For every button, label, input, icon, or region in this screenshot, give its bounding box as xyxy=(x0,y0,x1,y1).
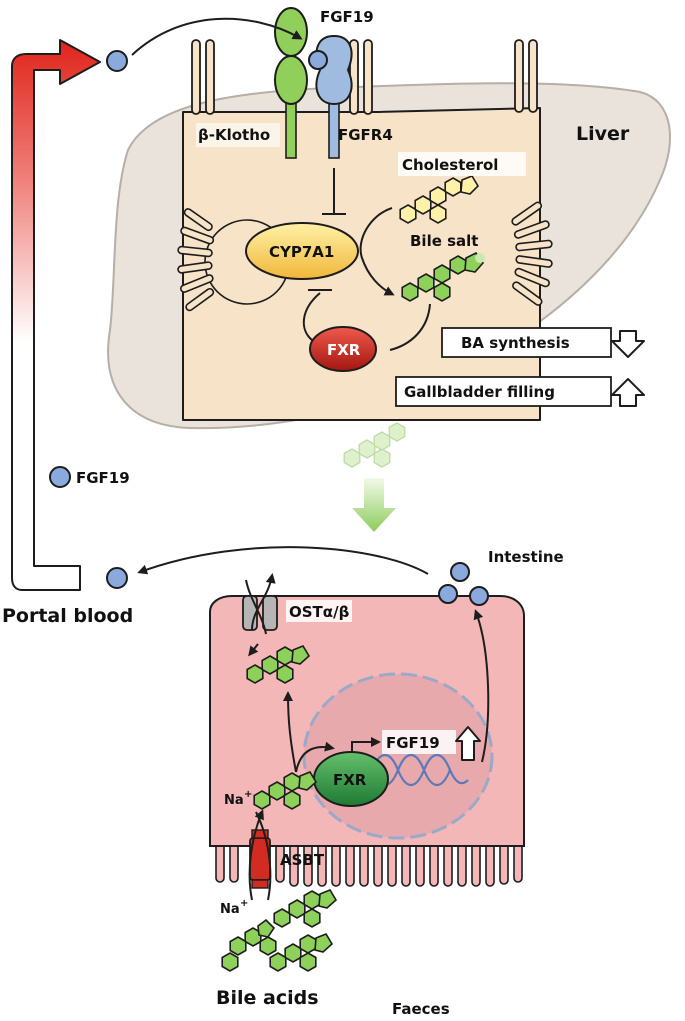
intestine-title: Intestine xyxy=(488,548,564,566)
fxr-intestine-label: FXR xyxy=(333,771,367,789)
svg-text:+: + xyxy=(240,898,248,909)
fxr-liver xyxy=(309,326,377,372)
fgf19-bound-ball xyxy=(308,50,328,70)
liver-title: Liver xyxy=(576,123,630,145)
asbt-label: ASBT xyxy=(280,851,325,869)
asbt-na-arrow xyxy=(255,811,272,901)
cholesterol-label: Cholesterol xyxy=(402,156,498,174)
fgfr4-receptor xyxy=(315,34,353,159)
gallbladder-box: Gallbladder filling xyxy=(395,376,612,407)
fxr-inhibition-line xyxy=(302,292,321,341)
ost-export-arrow xyxy=(251,573,276,631)
gallbladder-label: Gallbladder filling xyxy=(404,383,555,401)
portal-blood-label: Portal blood xyxy=(2,605,133,627)
cyp7a1-label: CYP7A1 xyxy=(269,243,334,261)
na-bottom-label: Na + xyxy=(220,898,248,917)
fgf19-top-label: FGF19 xyxy=(320,8,374,26)
fgf19-gene-label: FGF19 xyxy=(386,734,440,752)
bile-salt-label: Bile salt xyxy=(410,232,478,250)
portal-blood-arrow xyxy=(11,39,101,591)
bile-flow-down-arrow-icon xyxy=(352,478,396,532)
fgf19-circulating-ball xyxy=(49,466,71,488)
na-top-label: Na + xyxy=(224,789,252,808)
fgf19-gene-bg xyxy=(382,730,456,754)
svg-text:Na: Na xyxy=(224,793,244,808)
bile-to-ost-arrow xyxy=(283,691,297,773)
klotho-label: β-Klotho xyxy=(198,126,270,144)
fxr-liver-label: FXR xyxy=(327,341,361,359)
faint-bile-molecule xyxy=(343,422,406,468)
canaliculus-right xyxy=(511,201,553,306)
cyp7a1-enzyme xyxy=(245,222,359,280)
cholesterol-label-bg xyxy=(398,152,526,176)
beta-klotho-receptor xyxy=(274,7,308,159)
intracellular-bile-top xyxy=(246,645,311,684)
svg-text:Na: Na xyxy=(220,902,240,917)
cholesterol-conversion-arrow xyxy=(359,207,395,296)
cholesterol-molecule xyxy=(399,175,480,224)
fgf19-secretion-arrow xyxy=(473,609,490,763)
fgf19-portal-bottom-ball xyxy=(106,567,128,589)
luminal-bile-acids xyxy=(221,889,338,972)
ost-tail-arrow xyxy=(248,643,259,657)
ost-label: OSTα/β xyxy=(289,603,350,621)
bile-salt-molecule xyxy=(401,251,485,302)
fgfr4-label: FGFR4 xyxy=(338,126,393,144)
ba-synthesis-down-arrow-icon xyxy=(611,330,645,358)
bile-salt-to-fxr-curve xyxy=(389,303,431,351)
intracellular-bile-bottom xyxy=(253,771,318,810)
ost-label-bg xyxy=(286,600,352,622)
ba-synthesis-box: BA synthesis xyxy=(441,327,612,358)
fgf19-up-arrow-icon xyxy=(455,726,481,761)
svg-text:+: + xyxy=(244,789,252,800)
fgf19-to-receptor-arrow xyxy=(131,17,303,56)
intestine-to-portal-arrow xyxy=(137,546,429,575)
fgf19-circulating-label: FGF19 xyxy=(76,469,130,487)
fxr-transcription-arrow xyxy=(351,737,381,752)
bile-acids-label: Bile acids xyxy=(216,987,319,1009)
secreted-fgf19-balls xyxy=(438,562,489,606)
bile-to-fxr-arrow xyxy=(295,741,335,773)
faeces-label: Faeces xyxy=(392,1000,450,1018)
ba-synthesis-label: BA synthesis xyxy=(461,334,570,352)
klotho-label-box: β-Klotho xyxy=(196,123,280,147)
liver-microvilli-top xyxy=(191,39,538,115)
ost-export-arrow-2 xyxy=(245,579,267,635)
gallbladder-up-arrow-icon xyxy=(611,378,645,407)
fgf19-portal-top-ball xyxy=(106,50,128,72)
